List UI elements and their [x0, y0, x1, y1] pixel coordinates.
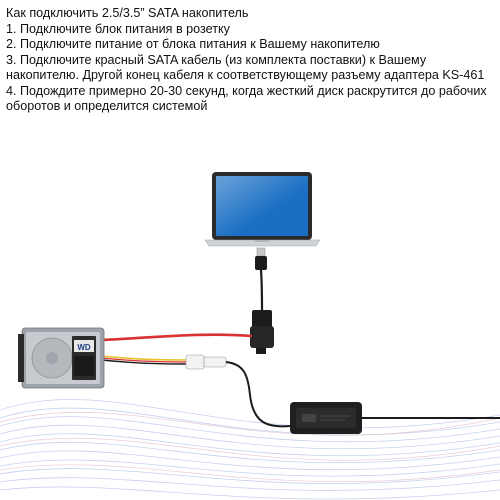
instructions-block: Как подключить 2.5/3.5” SATA накопитель … — [6, 6, 496, 115]
step-2: 2. Подключите питание от блока питания к… — [6, 37, 380, 51]
usb-cable — [255, 247, 267, 311]
molex-power-cable — [101, 354, 227, 370]
step-1: 1. Подключите блок питания в розетку — [6, 21, 230, 36]
wave-decoration — [0, 399, 500, 500]
laptop — [204, 172, 321, 247]
wave-decoration-pink — [0, 412, 500, 482]
dc-power-cable — [225, 361, 291, 428]
sata-cable — [101, 333, 253, 342]
sata-adapter — [250, 310, 274, 354]
hard-drive: WD — [18, 327, 105, 389]
connection-illustration: WD — [0, 172, 500, 500]
hdd-brand-label: WD — [77, 343, 91, 352]
step-4: 4. Подождите примерно 20-30 секунд, когд… — [6, 83, 487, 114]
step-3: 3. Подключите красный SATA кабель (из ко… — [6, 52, 485, 83]
document-title: Как подключить 2.5/3.5” SATA накопитель — [6, 6, 249, 20]
power-adapter — [290, 402, 362, 434]
